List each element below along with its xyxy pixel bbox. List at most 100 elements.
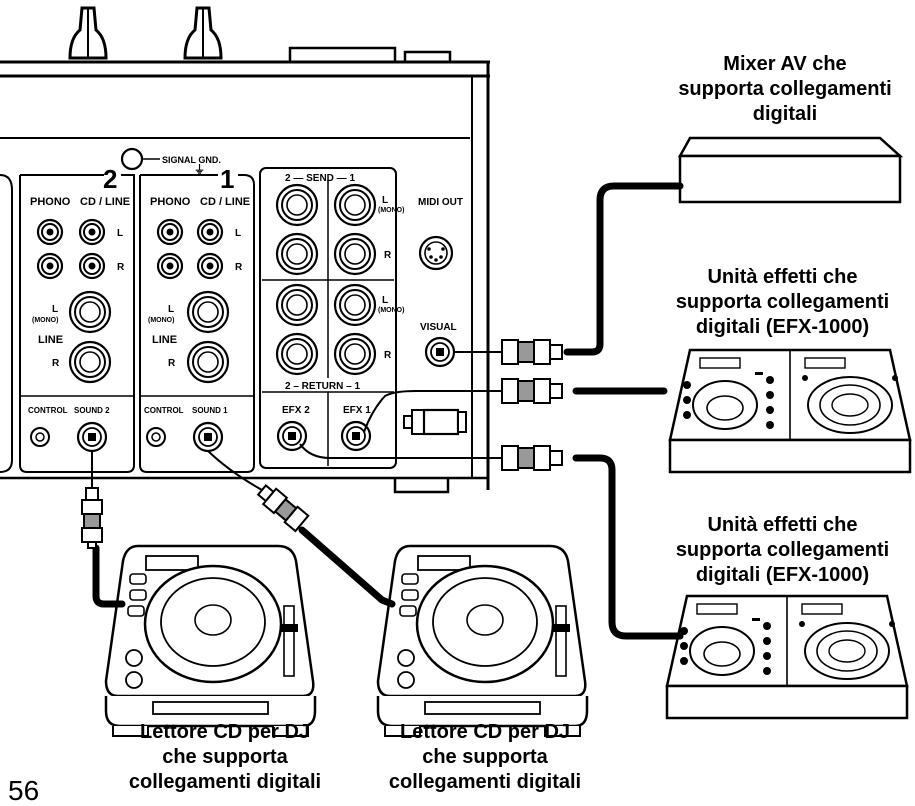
caption-line: digitali — [752, 103, 818, 125]
ch2-cd-l-jack[interactable] — [78, 218, 106, 246]
ch1-line-label: LINE — [152, 334, 177, 346]
send-2-l-jack[interactable] — [275, 183, 319, 227]
ch2-line-label: LINE — [38, 334, 63, 346]
ch2-mono-label: (MONO) — [32, 317, 58, 324]
ch1-l-label: L — [235, 228, 241, 239]
caption-line: digitali (EFX-1000) — [695, 316, 870, 338]
efx2-label: EFX 2 — [282, 405, 310, 416]
ch2-phono-label: PHONO — [30, 196, 71, 208]
caption-line: supporta collegamenti — [675, 539, 890, 561]
return-r-label: R — [384, 350, 392, 361]
return-l-label: L — [382, 295, 388, 306]
mixer-top-knobs — [68, 6, 452, 62]
ch1-phono-l-jack[interactable] — [156, 218, 184, 246]
ch2-phono-l-jack[interactable] — [36, 218, 64, 246]
ch2-phono-r-jack[interactable] — [36, 252, 64, 280]
ch1-line-r-label: R — [168, 358, 176, 369]
caption-line: Unità effetti che — [707, 514, 858, 536]
ch1-r-label: R — [235, 262, 243, 273]
efx1-cable-plug — [501, 378, 563, 404]
visual-cable-plug — [501, 339, 563, 365]
caption-line: supporta collegamenti — [675, 291, 890, 313]
efx2-cable-plug — [501, 445, 563, 471]
ch2-line-r-jack[interactable] — [68, 340, 112, 384]
caption-line: collegamenti digitali — [128, 771, 322, 793]
midi-out-label: MIDI OUT — [418, 197, 463, 208]
sound1-label: SOUND 1 — [192, 406, 228, 415]
ch1-line-l-label: L — [168, 304, 174, 315]
ch1-cd-r-jack[interactable] — [196, 252, 224, 280]
sound2-label: SOUND 2 — [74, 406, 110, 415]
ch1-mono-label: (MONO) — [148, 317, 174, 324]
cdj-left-device — [104, 544, 317, 738]
return-mono-label: (MONO) — [378, 307, 404, 314]
digital-connector-cap — [403, 408, 467, 436]
cdj-right-device — [376, 544, 589, 738]
efx-1000-bottom-device — [665, 594, 909, 720]
return-2-r-jack[interactable] — [275, 332, 319, 376]
channel-1-panel: 1 PHONO CD / LINE L R L (MONO) LINE R CO… — [139, 164, 255, 473]
return-1-r-jack[interactable] — [333, 332, 377, 376]
efx-1000-top-device — [668, 348, 912, 474]
av-mixer-device — [677, 136, 904, 204]
ch2-line-l-label: L — [52, 304, 58, 315]
ch1-line-r-jack[interactable] — [186, 340, 230, 384]
send-1-l-jack[interactable] — [333, 183, 377, 227]
ch1-phono-r-jack[interactable] — [156, 252, 184, 280]
thin-cables — [91, 351, 502, 491]
send-label: 2 — SEND — 1 — [285, 173, 355, 184]
caption-line: che supporta — [422, 746, 548, 768]
efx-bottom-caption: Unità effetti che supporta collegamenti … — [650, 513, 915, 588]
cd-right-caption: Lettore CD per DJ che supporta collegame… — [355, 720, 615, 795]
efx1-label: EFX 1 — [343, 405, 371, 416]
send-mono-label: (MONO) — [378, 207, 404, 214]
cables — [92, 182, 684, 640]
sound2-cable-plug — [81, 487, 103, 549]
caption-line: Lettore CD per DJ — [399, 721, 571, 743]
av-mixer-caption: Mixer AV che supporta collegamenti digit… — [660, 52, 910, 127]
send-2-r-jack[interactable] — [275, 232, 319, 276]
efx-top-caption: Unità effetti che supporta collegamenti … — [650, 265, 915, 340]
ch2-line-r-label: R — [52, 358, 60, 369]
return-2-l-jack[interactable] — [275, 283, 319, 327]
channel-1-number: 1 — [220, 164, 234, 194]
ch2-r-label: R — [117, 262, 125, 273]
channel-2-number: 2 — [103, 164, 117, 194]
send-l-label: L — [382, 195, 388, 206]
ch1-cdline-label: CD / LINE — [200, 196, 250, 208]
midi-out-jack[interactable] — [418, 235, 454, 271]
caption-line: Unità effetti che — [707, 266, 858, 288]
ch2-l-label: L — [117, 228, 123, 239]
caption-line: digitali (EFX-1000) — [695, 564, 870, 586]
send-1-r-jack[interactable] — [333, 232, 377, 276]
caption-line: collegamenti digitali — [388, 771, 582, 793]
cd-left-caption: Lettore CD per DJ che supporta collegame… — [95, 720, 355, 795]
send-return-panel: 2 — SEND — 1 L (MONO) R L (MONO) R 2 – R… — [259, 167, 404, 469]
caption-line: che supporta — [162, 746, 288, 768]
visual-label: VISUAL — [420, 322, 457, 333]
return-label: 2 – RETURN – 1 — [285, 381, 360, 392]
return-1-l-jack[interactable] — [333, 283, 377, 327]
ground-symbol: ⏚ — [194, 163, 205, 176]
page-number: 56 — [8, 775, 40, 806]
caption-line: Lettore CD per DJ — [139, 721, 311, 743]
sound1-digital-jack[interactable] — [192, 421, 224, 453]
visual-digital-jack[interactable] — [424, 336, 456, 368]
ch2-cd-r-jack[interactable] — [78, 252, 106, 280]
ch1-phono-label: PHONO — [150, 196, 191, 208]
ch2-control-label: CONTROL — [28, 406, 68, 415]
ch1-line-l-jack[interactable] — [186, 290, 230, 334]
sound1-cable-plug — [256, 483, 310, 533]
signal-gnd-label: SIGNAL GND. — [162, 155, 221, 165]
send-r-label: R — [384, 250, 392, 261]
ch2-cdline-label: CD / LINE — [80, 196, 130, 208]
caption-line: Mixer AV che — [723, 53, 847, 75]
ch1-control-label: CONTROL — [144, 406, 184, 415]
sound2-digital-jack[interactable] — [76, 421, 108, 453]
caption-line: supporta collegamenti — [678, 78, 892, 100]
signal-gnd-terminal[interactable] — [120, 147, 144, 171]
channel-2-panel: 2 PHONO CD / LINE L R L (MONO) LINE R CO… — [0, 164, 135, 473]
ch1-cd-l-jack[interactable] — [196, 218, 224, 246]
ch2-line-l-jack[interactable] — [68, 290, 112, 334]
